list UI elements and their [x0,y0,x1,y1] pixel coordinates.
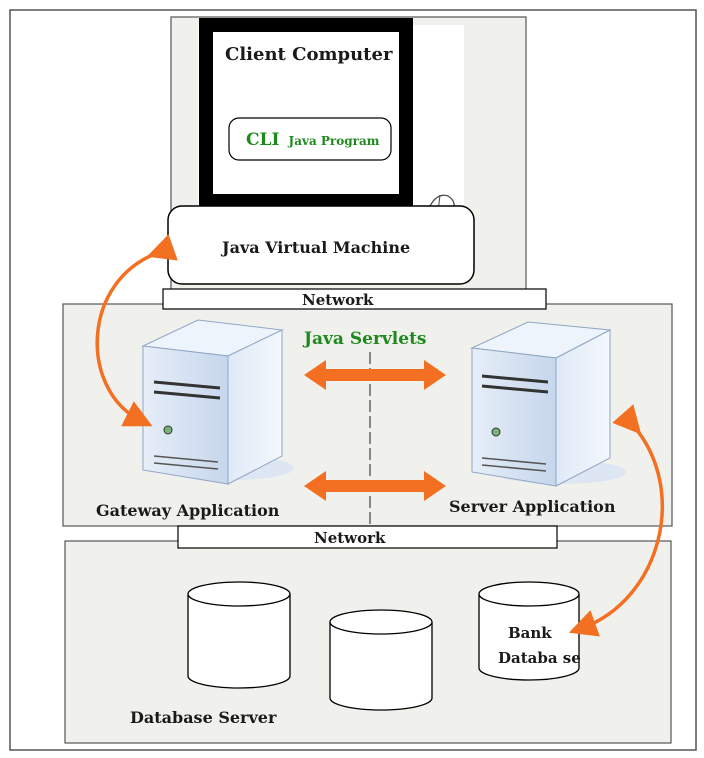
network-top-label: Network [302,291,374,309]
gateway-application-label: Gateway Application [96,501,280,520]
database-cylinder-middle [329,609,433,711]
network-bottom-label: Network [314,529,386,547]
servlet-arrow-bottom [304,471,446,501]
bank-database-cylinder [478,581,580,681]
server-application-label: Server Application [449,497,616,516]
cli-program-box [228,117,392,161]
gateway-server-icon [141,319,294,485]
cli-label: CLI [246,130,279,150]
database-server-label: Database Server [130,708,277,727]
svg-text:CLI Java Program: CLI Java Program [246,130,380,150]
database-cylinder-left [187,581,291,689]
bank-label-line1: Bank [508,624,552,642]
server-bank-curved-arrow [568,404,665,637]
jvm-gateway-curved-arrow [95,234,178,427]
client-title: Client Computer [225,44,393,65]
java-program-label: Java Program [288,134,380,148]
jvm-label: Java Virtual Machine [220,238,410,257]
server-application-icon [470,321,626,487]
client-panel: Client Computer CLI Java Program Java Vi… [167,16,527,294]
network-bar-top: Network [162,288,547,310]
bank-label-line2: Databa se [498,649,581,667]
servlet-arrow-top [304,360,446,390]
network-bar-bottom: Network [177,525,558,549]
java-servlets-label: Java Servlets [302,329,427,349]
